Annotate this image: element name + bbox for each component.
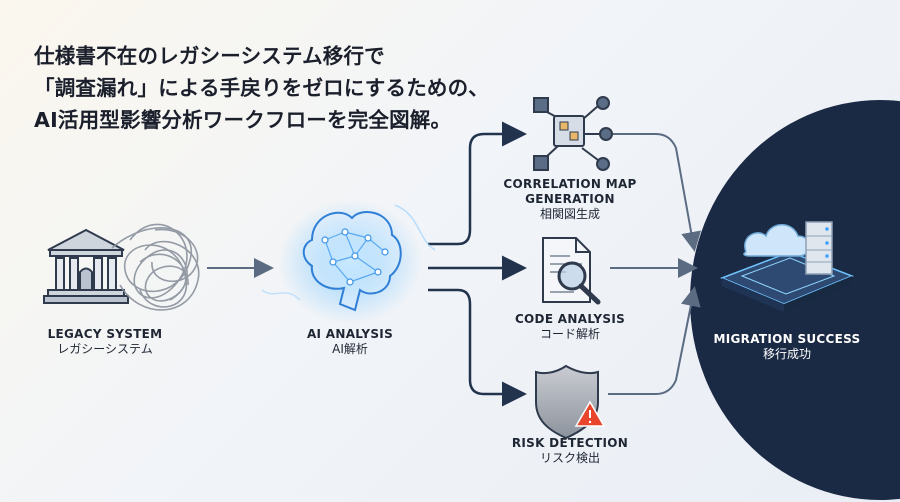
flow-arrows — [207, 121, 702, 407]
title-line-2: 「調査漏れ」による手戻りをゼロにするための、 — [34, 76, 489, 100]
shield-warning-icon — [535, 364, 606, 440]
code-analysis-label-ja: コード解析 — [539, 327, 600, 341]
code-analysis-label-en: CODE ANALYSIS — [514, 312, 626, 326]
correlation-map-label-en: CORRELATION MAP GENERATION — [503, 177, 637, 206]
risk-detection-label-ja: リスク検出 — [539, 451, 600, 465]
migration-success-label: MIGRATION SUCCESS 移行成功 — [712, 332, 862, 362]
correlation-map-label-ja: 相関図生成 — [539, 207, 600, 221]
arrow-correlation-to-success — [608, 133, 702, 252]
title-line-3: AI活用型影響分析ワークフローを完全図解。 — [34, 108, 452, 132]
brain-icon — [261, 200, 436, 324]
legacy-system-label-ja: レガシーシステム — [57, 342, 153, 356]
building-icon — [43, 228, 129, 304]
migration-success-label-ja: 移行成功 — [762, 347, 811, 361]
arrow-risk-to-success — [608, 286, 701, 395]
tangled-code-icon — [111, 223, 200, 311]
page-title: 仕様書不在のレガシーシステム移行で 「調査漏れ」による手戻りをゼロにするための、… — [34, 40, 554, 136]
correlation-map-label: CORRELATION MAP GENERATION 相関図生成 — [500, 177, 640, 222]
ai-analysis-label-ja: AI解析 — [332, 342, 368, 356]
legacy-system-label-en: LEGACY SYSTEM — [47, 327, 163, 341]
arrow-ai-to-correlation — [428, 121, 527, 246]
document-magnifier-icon — [542, 237, 601, 305]
ai-analysis-label-en: AI ANALYSIS — [306, 327, 394, 341]
title-line-1: 仕様書不在のレガシーシステム移行で — [34, 44, 385, 68]
legacy-system-label: LEGACY SYSTEM レガシーシステム — [40, 327, 170, 357]
network-map-icon — [533, 96, 613, 171]
risk-detection-label-en: RISK DETECTION — [511, 436, 629, 450]
cloud-server-icon — [719, 221, 855, 312]
ai-analysis-label: AI ANALYSIS AI解析 — [290, 327, 410, 357]
arrow-ai-to-risk — [428, 288, 527, 407]
code-analysis-label: CODE ANALYSIS コード解析 — [505, 312, 635, 342]
risk-detection-label: RISK DETECTION リスク検出 — [505, 436, 635, 466]
migration-success-label-en: MIGRATION SUCCESS — [713, 332, 861, 346]
